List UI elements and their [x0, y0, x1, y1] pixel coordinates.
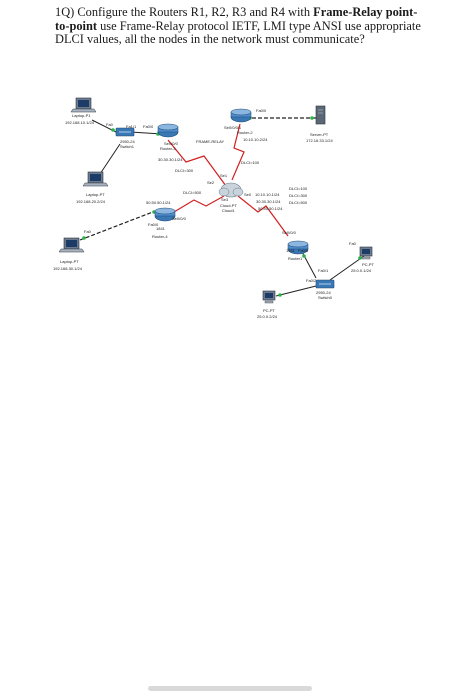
switch-1: Fa0 2950-24 Switch1: [106, 122, 135, 149]
link-switch0-pc1: [329, 255, 365, 281]
router-1-port-fa: Fa0/0: [298, 248, 309, 253]
pc-1-port: Fa0: [349, 241, 357, 246]
router-1: Se0/0/0 1941 Fa0/0 Router1: [282, 230, 309, 261]
dlci-r3: DLCI=300: [175, 168, 194, 173]
pc-1-ip: 25.0.0.1/24: [351, 268, 372, 273]
link-laptop3-router4: [79, 209, 159, 241]
switch-1-port: Fa0: [106, 122, 114, 127]
cloud-name: Cloud-PT: [220, 203, 237, 208]
router-3-name: Router-3: [160, 146, 176, 151]
router-4-model: 1841: [156, 226, 166, 231]
laptop-3-port: Fa0: [84, 229, 92, 234]
pc-2: PC-PT 25.0.0.2/24: [257, 290, 278, 319]
cloud-r1-ip-3: 50.50.50.1/24: [258, 206, 283, 211]
router-4-ip: 50.50.50.1/24: [146, 200, 171, 205]
question-bold: Frame-Relay point-to-point: [55, 5, 418, 33]
pc-2-name: PC-PT: [263, 308, 276, 313]
pc-1-name: PC-PT: [362, 262, 375, 267]
link-dot: [111, 128, 115, 132]
link-dot: [310, 116, 314, 120]
router-1-model: 1941: [286, 248, 296, 253]
laptop-3: Fa0 Laptop-PT 192.168.30.1/24: [53, 229, 92, 271]
router-4: 50.50.50.1/24 Fa0/0 Se0/0/0 1841 Router-…: [146, 200, 187, 239]
pc-2-ip: 25.0.0.2/24: [257, 314, 278, 319]
router-4-port-s0: Se0/0/0: [172, 216, 187, 221]
router-2-port-fa: Fa0/0: [256, 108, 267, 113]
server: Server-PT 172.16.33.1/24: [306, 105, 333, 143]
router-1-port-s0: Se0/0/0: [282, 230, 297, 235]
router-3-ip: 30.30.30.1/24: [158, 157, 183, 162]
cloud-r1-dlci-2: DLCI=300: [289, 193, 308, 198]
link-router4-cloud: [173, 195, 225, 213]
question-part-1: 1Q) Configure the Routers R1, R2, R3 and…: [55, 5, 314, 19]
laptop-1-ip: 192.168.10.1/24: [65, 120, 95, 125]
router-2-ip: 10.10.10.2/24: [243, 137, 268, 142]
switch-1-model: 2950-24: [120, 139, 135, 144]
switch-0: Fa0/1 Fa0/2 2950-24 Switch0: [306, 268, 335, 300]
switch-0-name: Switch0: [318, 295, 333, 300]
router-4-port-fa: Fa0/0: [148, 222, 159, 227]
link-router2-cloud: [231, 123, 245, 181]
laptop-3-ip: 192.168.30.1/24: [53, 266, 83, 271]
dlci-r2: DLCI=100: [241, 160, 260, 165]
switch-1-name: Switch1: [120, 144, 135, 149]
cloud-port-se3: Se3: [221, 197, 229, 202]
laptop-2-ip: 192.168.20.2/24: [76, 199, 106, 204]
home-indicator-bar: [148, 686, 312, 691]
cloud-port-se0: Se0: [244, 192, 252, 197]
router-2: Fa0/0 Se0/0/0/1 Router-2 10.10.10.2/24: [224, 108, 268, 142]
router-4-name: Router-4: [152, 234, 168, 239]
link-dot: [278, 293, 282, 297]
cloud-r1-dlci-3: DLCI=500: [289, 200, 308, 205]
question-text: 1Q) Configure the Routers R1, R2, R3 and…: [55, 5, 425, 47]
link-dot: [302, 254, 306, 258]
laptop-base: [70, 108, 97, 113]
link-router3-cloud: [167, 139, 227, 187]
link-dot: [358, 256, 362, 260]
server-name: Server-PT: [310, 132, 329, 137]
router-3-port-fa1: Fa1/1: [126, 124, 137, 129]
cloud-name2: Cloud1: [222, 208, 235, 213]
server-ip: 172.16.33.1/24: [306, 138, 333, 143]
switch-0-port-fa01: Fa0/1: [318, 268, 329, 273]
question-part-2: use Frame-Relay protocol IETF, LMI type …: [55, 18, 421, 46]
cloud-r1-dlci-1: DLCI=100: [289, 186, 308, 191]
server-icon: [315, 105, 326, 125]
laptop-1: Laptop-P1 192.168.10.1/24: [65, 97, 97, 125]
pc-1: Fa0 PC-PT 25.0.0.1/24: [349, 241, 375, 273]
router-1-name: Router1: [288, 256, 303, 261]
dlci-r4: DLCI=500: [183, 190, 202, 195]
laptop-3-name: Laptop-PT: [60, 259, 79, 264]
cloud-port-se2: Se2: [207, 180, 215, 185]
laptop-1-name: Laptop-P1: [72, 113, 91, 118]
frame-relay-label: FRAME-RELAY: [196, 139, 224, 144]
router-2-port-s0: Se0/0/0/1: [224, 125, 242, 130]
cloud-port-se1: Se1: [220, 173, 228, 178]
link-cloud-router1: [237, 195, 289, 237]
router-2-name: Router-2: [237, 130, 253, 135]
router-3-port-fa: Fa0/0: [143, 124, 154, 129]
router-3: Fa0/0 Fa1/1 Se0/0/0 Router-3 30.30.30.1/…: [126, 123, 183, 162]
switch-0-port-fa02: Fa0/2: [306, 278, 317, 283]
router-3-port-s0: Se0/0/0: [164, 141, 179, 146]
link-switch0-pc2: [275, 285, 317, 297]
link-dot: [82, 236, 86, 240]
frame-relay-cloud: Se1 Se2 Se0 Se3 Cloud-PT Cloud1: [207, 173, 252, 213]
switch-0-model: 2950-24: [316, 290, 331, 295]
cloud-r1-ip-2: 30.30.30.1/24: [256, 199, 281, 204]
cloud-r1-ip-1: 10.10.10.1/24: [255, 192, 280, 197]
laptop-2: Laptop-PT 192.168.20.2/24: [76, 171, 109, 204]
laptop-2-name: Laptop-PT: [86, 192, 105, 197]
laptop-screen: [78, 100, 89, 107]
